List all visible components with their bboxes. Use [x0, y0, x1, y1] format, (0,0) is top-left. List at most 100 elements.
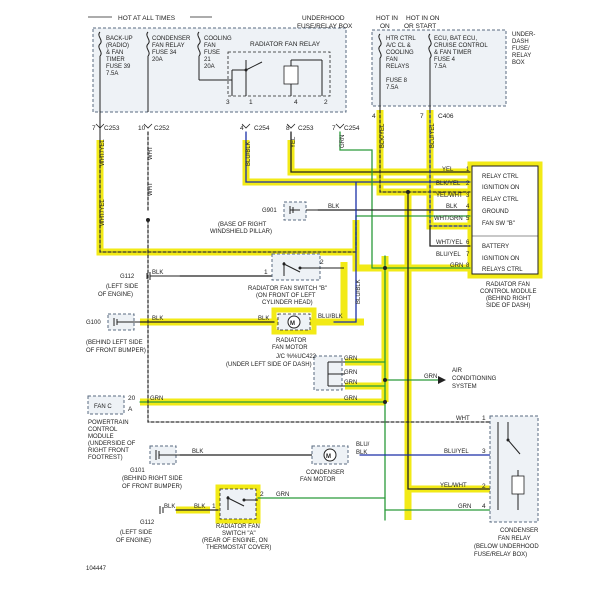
cm-pin-1-label: RELAY CTRL — [482, 174, 519, 180]
wire-blk2-label: BLK — [356, 450, 367, 456]
cm-pin-6: WHT/YEL 6 BATTERY — [436, 240, 509, 250]
radiator-fan-relay-label: RADIATOR FAN RELAY — [250, 41, 321, 48]
fuse-39-line-5: FUSE 39 — [106, 64, 131, 70]
pcm-label-4: (UNDERSIDE OF — [88, 441, 136, 447]
g112b-label: G112 — [140, 520, 155, 526]
wire-grn-jc3-label: GRN — [344, 380, 357, 386]
relay-pin-3: 3 — [226, 99, 230, 106]
hot-at-all-times-label: HOT AT ALL TIMES — [118, 15, 176, 22]
fuse-8-line-1: HTR CTRL — [386, 36, 416, 42]
fuse-4: ECU, BAT ECU, CRUISE CONTROL & FAN TIMER… — [428, 33, 488, 110]
g101-loc-2: OF FRONT BUMPER) — [122, 484, 182, 490]
pcm-label-5: RIGHT FRONT — [88, 448, 129, 454]
fuse-8-line-4: FAN — [386, 57, 398, 63]
hot-in-on-2: ON — [380, 23, 390, 30]
fan-motor-label-1: RADIATOR — [276, 338, 307, 344]
g112a-label: G112 — [120, 274, 135, 280]
wire-grn-pcm-label: GRN — [150, 396, 163, 402]
jc-label-2: (UNDER LEFT SIDE OF DASH) — [226, 362, 312, 368]
pin-c253a-conn: C253 — [104, 125, 120, 132]
top-connectors: 7 C253 10 C252 4 C254 8 C253 7 C254 — [92, 123, 360, 132]
cond-relay-label-4: FUSE/RELAY BOX) — [474, 552, 527, 558]
wire-grn-switch-a-label: GRN — [276, 492, 289, 498]
air-conditioning-system: AIR CONDITIONING SYSTEM — [383, 368, 497, 404]
ground-g112-b: G112 (LEFT SIDE OF ENGINE) — [116, 506, 164, 544]
ac-label-1: AIR — [452, 368, 463, 374]
pin-c252-num: 10 — [138, 125, 146, 132]
g100-loc-2: OF FRONT BUMPER) — [86, 348, 146, 354]
under-dash-fuse-relay-box: HOT IN ON HOT IN ON OR START UNDER- DASH… — [371, 15, 535, 120]
pin-c252-conn: C252 — [154, 125, 170, 132]
pin-c253b-num: 8 — [286, 125, 290, 132]
underhood-box-title-2: FUSE/RELAY BOX — [297, 23, 353, 30]
cm-pin-8-wire: GRN — [450, 263, 463, 269]
wire-labels: WHT/YEL WHT WHT/YEL WHT BLU/BLK YEL GRN … — [100, 123, 471, 510]
fuse-39-line-2: (RADIO) — [106, 43, 129, 49]
fuse-21-line-5: 20A — [204, 64, 215, 70]
wire-wht-yel-label-2: WHT/YEL — [100, 199, 106, 226]
relay-pin-2: 2 — [324, 99, 328, 106]
ground-g100: G100 (BEHIND LEFT SIDE OF FRONT BUMPER) — [86, 313, 146, 354]
switch-b-label-2: (ON FRONT OF LEFT — [256, 293, 316, 299]
cm-pin-5-label: FAN SW "B" — [482, 221, 515, 227]
hot-in-on-start-1: HOT IN ON — [406, 15, 440, 22]
wire-grn-jc1-label: GRN — [344, 356, 357, 362]
fuse-8: HTR CTRL A/C CL & COOLING FAN RELAYS FUS… — [378, 33, 416, 110]
fuse-4-line-5: 7.5A — [434, 64, 446, 70]
fuse-34-line-2: FAN RELAY — [152, 43, 185, 49]
figure-number: 104447 — [86, 566, 107, 572]
switch-a-pin-2: 2 — [260, 491, 264, 498]
switch-a-label-2: SWITCH "A" — [222, 531, 256, 537]
wire-blk-g112-label: BLK — [152, 270, 163, 276]
ground-g112-a: G112 (LEFT SIDE OF ENGINE) — [98, 272, 180, 298]
under-dash-title-2: DASH — [512, 39, 529, 45]
wire-blk-g901-label: BLK — [328, 204, 339, 210]
pin-c254a-num: 4 — [240, 125, 244, 132]
wire-grn-jc2-label: GRN — [344, 370, 357, 376]
fuse-39-line-6: 7.5A — [106, 71, 118, 77]
fuse-39-line-1: BACK-UP — [106, 36, 133, 42]
cm-pin-5: WHT/GRN 5 FAN SW "B" — [434, 216, 515, 227]
fuse-34-line-3: FUSE 34 — [152, 50, 177, 56]
fuse-34: CONDENSER FAN RELAY FUSE 34 20A — [146, 31, 191, 112]
c406-pin-7: 7 — [420, 113, 424, 120]
cm-pin-8: GRN 8 RELAYS CTRL — [450, 263, 523, 273]
fan-motor-label-2: FAN MOTOR — [272, 345, 308, 351]
wire-wht-label: WHT — [148, 146, 154, 160]
wire-wht-yel-label: WHT/YEL — [100, 139, 106, 166]
cm-pin-8-num: 8 — [466, 263, 470, 269]
wire-yel-label: YEL — [291, 136, 297, 148]
cond-relay-pin-2: 2 — [482, 483, 486, 490]
g100-label: G100 — [86, 320, 101, 326]
pcm-label-6: FOOTREST) — [88, 455, 123, 461]
switch-b-pin-1: 1 — [264, 269, 268, 276]
under-dash-title-5: BOX — [512, 60, 525, 66]
cm-pin-7-num: 7 — [466, 252, 470, 258]
cm-title-2: CONTROL MODULE — [480, 289, 536, 295]
fuse-4-line-1: ECU, BAT ECU, — [434, 36, 477, 42]
cm-title-1: RADIATOR FAN — [486, 282, 530, 288]
g112b-loc-1: (LEFT SIDE — [120, 530, 152, 536]
cm-pin-2-wire: BLK/YEL — [436, 181, 461, 187]
cm-pin-4: BLK 4 GROUND — [446, 204, 509, 215]
cm-pin-3-wire: YEL/WHT — [436, 193, 463, 199]
cond-relay-label-3: (BELOW UNDERHOOD — [474, 544, 539, 550]
cond-motor-label-1: CONDENSER — [306, 470, 345, 476]
c406-pin-4: 4 — [372, 113, 376, 120]
fuse-4-line-3: & FAN TIMER — [434, 50, 472, 56]
wire-blk-g112b-label: BLK — [164, 504, 175, 510]
wire-grn-jc4-label: GRN — [344, 396, 357, 402]
wire-blu-label: BLU/ — [356, 442, 370, 448]
cond-motor-symbol: M — [326, 454, 331, 460]
fuse-39-line-4: TIMER — [106, 57, 125, 63]
cond-relay-pin-1: 1 — [482, 415, 486, 422]
cm-pin-5-wire: WHT/GRN — [434, 216, 463, 222]
under-dash-title-4: RELAY — [512, 53, 531, 59]
pcm-label-2: CONTROL — [88, 427, 118, 433]
wire-blu-yel-label: BLU/YEL — [430, 123, 436, 148]
g901-loc-2: WINDSHIELD PILLAR) — [210, 229, 272, 235]
cm-pin-4-label: GROUND — [482, 209, 509, 215]
cm-pin-1-wire: YEL — [442, 167, 454, 173]
